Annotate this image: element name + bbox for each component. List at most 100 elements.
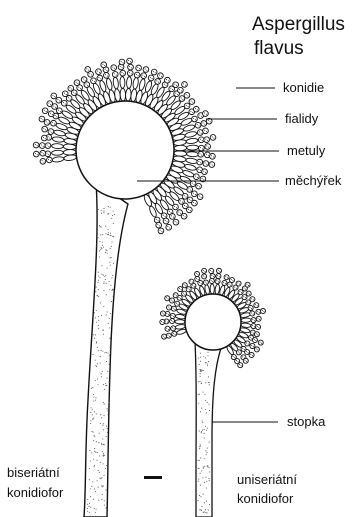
stipe-dot: [199, 364, 200, 365]
conidium-dot: [194, 184, 195, 185]
conidium-dot: [48, 123, 49, 124]
conidium-dot: [161, 76, 162, 77]
conidium-dot: [199, 153, 200, 154]
conidium-dot: [232, 280, 233, 281]
stipe-dot: [93, 459, 94, 460]
conidium: [205, 144, 211, 150]
conidium-dot: [41, 144, 42, 145]
conidium-dot: [94, 81, 95, 82]
conidium-dot: [89, 73, 90, 74]
stipe-dot: [101, 227, 102, 228]
conidium-dot: [254, 339, 255, 340]
conidium-dot: [123, 73, 124, 74]
conidium: [251, 324, 256, 329]
stipe-dot: [103, 384, 104, 385]
conidium: [44, 120, 50, 126]
stipe-dot: [106, 378, 107, 379]
conidium-dot: [58, 110, 59, 111]
stipe-dot: [96, 460, 97, 461]
conidium: [216, 268, 221, 273]
conidium-dot: [199, 186, 200, 187]
stipe-dot: [100, 249, 101, 250]
stipe-dot: [206, 452, 207, 453]
conidium-dot: [49, 138, 50, 139]
conidium-dot: [83, 79, 84, 80]
metula: [120, 88, 126, 101]
conidium-dot: [248, 344, 249, 345]
stipe-dot: [100, 423, 101, 424]
conidium: [178, 87, 184, 93]
conidium-dot: [216, 280, 217, 281]
conidium: [170, 319, 175, 324]
conidium-dot: [171, 320, 172, 321]
conidium-dot: [207, 140, 208, 141]
conidium: [209, 278, 214, 283]
conidium-dot: [150, 77, 151, 78]
stipe-dot: [104, 415, 105, 416]
phialide: [241, 318, 251, 323]
stipe-dot: [106, 385, 107, 386]
conidium-dot: [191, 200, 192, 201]
conidium-dot: [200, 170, 201, 171]
conidium-dot: [201, 133, 202, 134]
conidium-dot: [136, 74, 137, 75]
conidium-dot: [176, 303, 177, 304]
conidium-dot: [245, 297, 246, 298]
conidium-dot: [262, 310, 263, 311]
conidium: [254, 303, 259, 308]
stipe-dot: [203, 467, 204, 468]
conidium: [252, 338, 257, 343]
stipe-dot: [90, 407, 91, 408]
conidium: [248, 305, 253, 310]
label-mechyrek: měchýřek: [285, 173, 342, 188]
conidium-dot: [199, 196, 200, 197]
stipe-dot: [206, 501, 207, 502]
stipe-dot: [103, 208, 104, 209]
conidium-dot: [186, 94, 187, 95]
conidium-dot: [48, 159, 49, 160]
conidium-dot: [160, 230, 161, 231]
conidium-dot: [172, 327, 173, 328]
conidium-dot: [167, 226, 168, 227]
conidium-dot: [208, 147, 209, 148]
conidium-dot: [164, 337, 165, 338]
stipe-dot: [98, 289, 99, 290]
conidium: [136, 65, 142, 71]
conidium: [181, 213, 187, 219]
stipe-dot: [101, 376, 102, 377]
stipe-dot: [102, 371, 103, 372]
conidium-dot: [52, 122, 53, 123]
stipe-dot: [208, 382, 209, 383]
conidium: [143, 67, 149, 73]
stipe-dot: [98, 275, 99, 276]
conidium: [61, 100, 67, 106]
conidium-dot: [172, 301, 173, 302]
conidium-dot: [121, 72, 122, 73]
stipe-dot: [93, 334, 94, 335]
conidium-dot: [169, 211, 170, 212]
conidium-dot: [177, 94, 178, 95]
stipe-dot: [207, 402, 208, 403]
conidium-dot: [242, 348, 243, 349]
stipe-dot: [111, 218, 112, 219]
conidium-dot: [60, 111, 61, 112]
conidium-dot: [254, 326, 255, 327]
conidium-dot: [168, 306, 169, 307]
conidium: [112, 72, 118, 78]
label-metuly: metuly: [287, 143, 326, 158]
stipe-dot: [100, 302, 101, 303]
conidium-dot: [168, 335, 169, 336]
conidium-dot: [263, 311, 264, 312]
conidium-dot: [107, 76, 108, 77]
phialide: [186, 151, 198, 157]
stipe-dot: [110, 257, 111, 258]
conidium-dot: [253, 346, 254, 347]
conidium-dot: [225, 276, 226, 277]
conidium-dot: [178, 212, 179, 213]
conidium-dot: [169, 308, 170, 309]
conidium-dot: [182, 202, 183, 203]
conidium: [141, 73, 147, 79]
phialide: [52, 156, 64, 162]
stipe-dot: [199, 509, 200, 510]
stipe-dot: [107, 461, 108, 462]
